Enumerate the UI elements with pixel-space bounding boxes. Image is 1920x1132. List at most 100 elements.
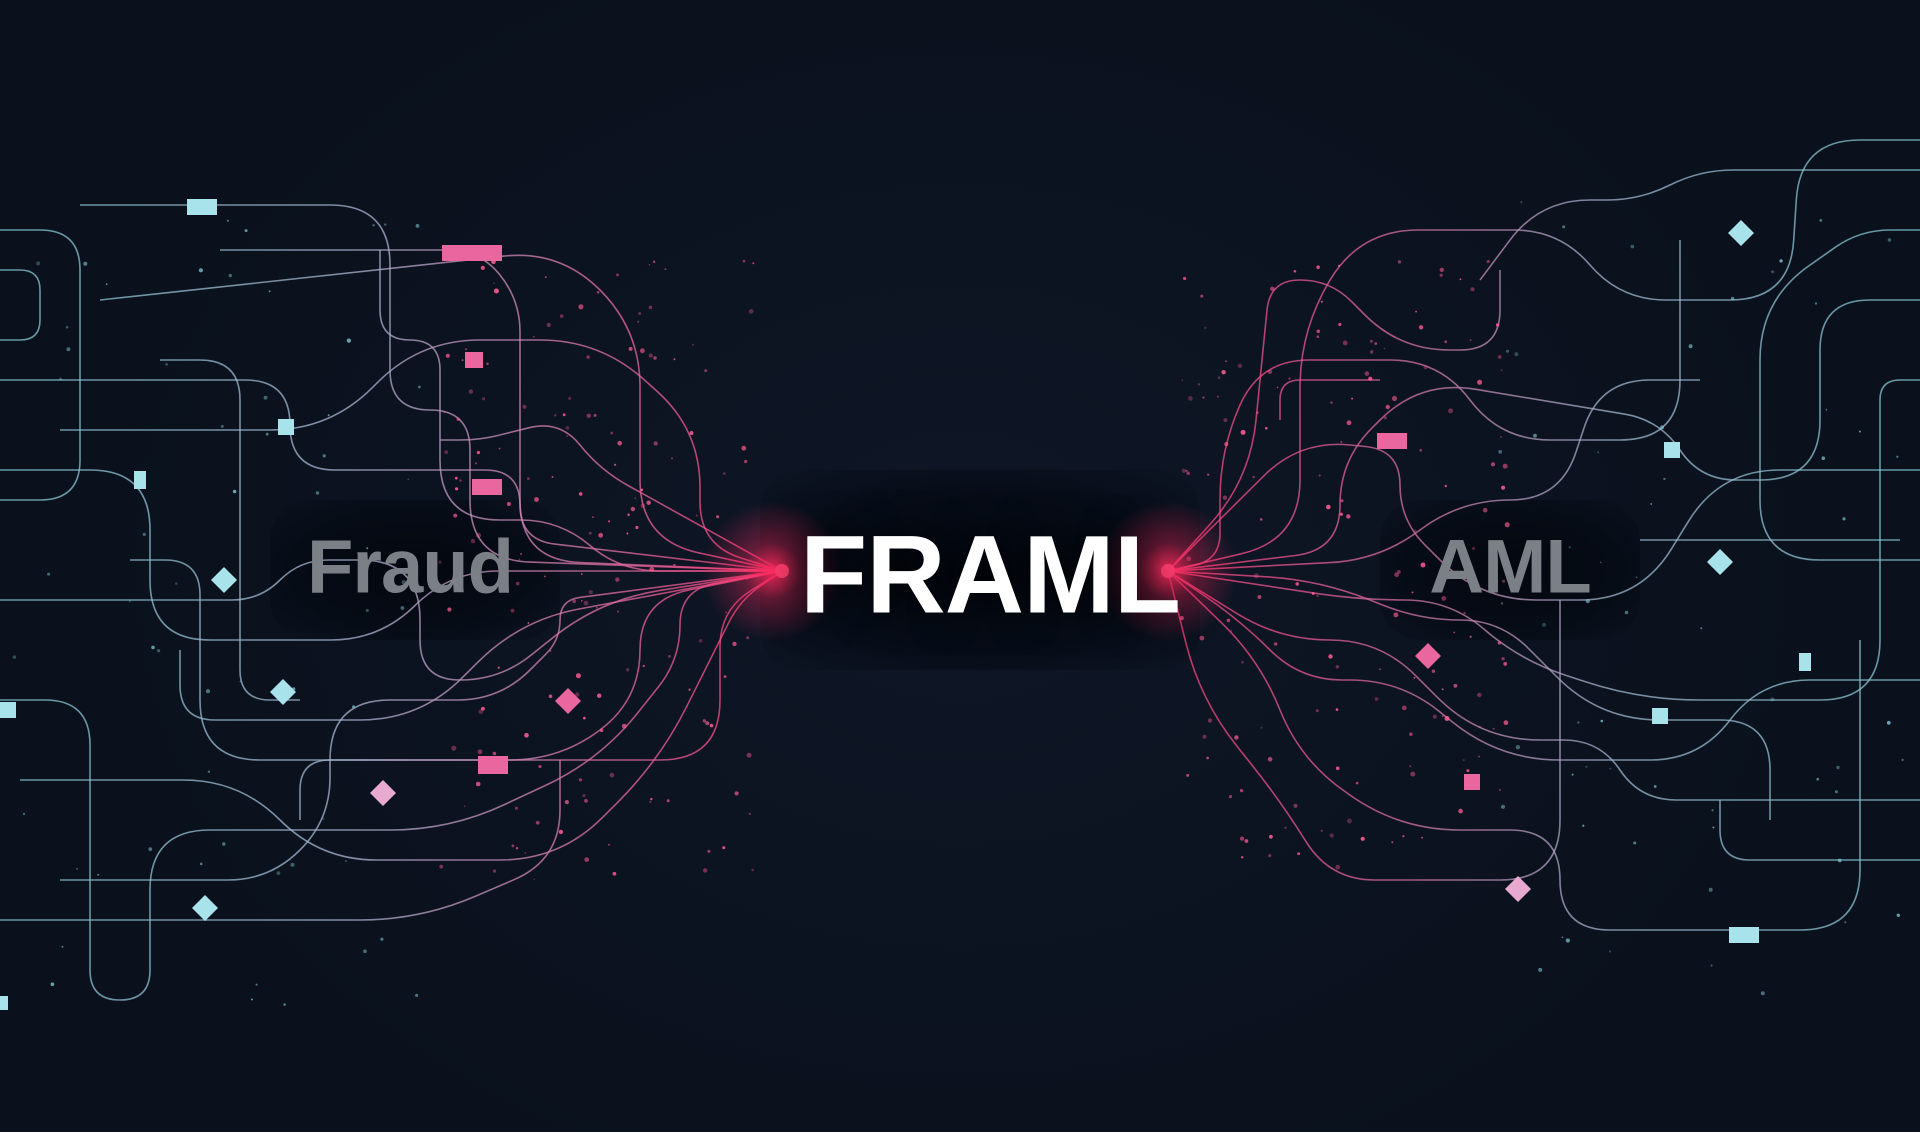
particle-dot [1320, 300, 1323, 303]
particle-dot [1420, 562, 1426, 568]
right-circuit-line [1167, 570, 1861, 931]
particle-dot [1409, 732, 1413, 736]
particle-dot [1394, 572, 1399, 578]
circuit-nodes [0, 199, 1811, 1010]
particle-dot [746, 752, 752, 758]
particle-dot [568, 396, 572, 400]
particle-dot [1335, 708, 1339, 711]
particle-dot [511, 844, 515, 848]
particle-dot [1565, 938, 1570, 943]
particle-dot [207, 770, 211, 773]
particle-dot [575, 673, 581, 679]
particle-dot [1568, 546, 1571, 549]
particle-dot [1503, 662, 1508, 666]
pink-diamond-node [1505, 876, 1531, 902]
particle-dot [1268, 854, 1272, 858]
left-circuit-line [0, 269, 41, 341]
particle-dot [621, 723, 627, 729]
right-circuit-line [1279, 379, 1380, 420]
particle-dot [1901, 758, 1904, 762]
particle-dot [1183, 276, 1187, 281]
particle-dot [493, 282, 495, 285]
particle-dot [1181, 379, 1184, 382]
right-circuit-line [1167, 379, 1700, 572]
left-circuit-line [60, 339, 783, 572]
particle-dot [1469, 339, 1472, 342]
particle-dot [1459, 278, 1462, 281]
left-junction-glow [702, 501, 842, 641]
particle-dot [746, 636, 750, 640]
particle-dot [652, 260, 656, 263]
particle-dot [549, 649, 552, 652]
particle-dot [1477, 379, 1483, 385]
particle-dot [1414, 529, 1417, 533]
particle-dot [465, 348, 468, 351]
particle-dot [734, 791, 739, 796]
particle-dot [744, 459, 748, 464]
particle-dot [704, 369, 708, 372]
particle-dot [520, 553, 523, 555]
particle-dot [616, 273, 619, 277]
right-circuit-line [1479, 169, 1920, 281]
teal-rect-node [278, 419, 294, 435]
particle-dot [510, 608, 515, 613]
particle-dot [1360, 836, 1365, 841]
particle-dot [1478, 755, 1480, 758]
particle-dot [732, 641, 737, 647]
particle-dot [666, 799, 670, 803]
particle-dot [439, 864, 444, 869]
particle-dot [1444, 340, 1448, 344]
particle-dot [586, 413, 591, 418]
particle-dot [1441, 688, 1444, 691]
particle-dot [671, 457, 673, 460]
particle-dot [1497, 641, 1502, 645]
particle-dot [1609, 767, 1612, 770]
particle-dot [608, 520, 610, 523]
particle-dot [1241, 660, 1244, 664]
teal-diamond-node [211, 567, 237, 593]
particle-dot [1335, 665, 1340, 669]
particle-dot [689, 431, 694, 435]
particle-dot [1411, 591, 1414, 594]
particle-dot [1351, 397, 1354, 400]
particle-dot [649, 800, 652, 804]
teal-rect-node [0, 996, 8, 1010]
particle-dot [1470, 287, 1475, 292]
right-circuit-line [1167, 139, 1920, 572]
particle-dot [50, 982, 55, 986]
particle-dot [1316, 594, 1319, 598]
particle-dot [1326, 504, 1331, 510]
particle-dot [1188, 396, 1193, 401]
particle-dot [1383, 416, 1387, 420]
teal-rect-node [0, 702, 16, 718]
particle-dot [1419, 448, 1423, 452]
particle-dot [475, 462, 478, 465]
particle-dot [1197, 383, 1200, 386]
particle-dot [1441, 596, 1447, 601]
particle-dot [1439, 267, 1445, 272]
particle-dot [1779, 259, 1783, 263]
particle-dot [1207, 718, 1213, 723]
particle-dot [1502, 579, 1506, 583]
particle-dot [1477, 692, 1482, 698]
particle-dot [283, 1003, 286, 1006]
particle-dot [1200, 294, 1204, 298]
particle-dot [640, 348, 645, 354]
particle-dot [61, 945, 64, 948]
particle-dot [1316, 335, 1320, 339]
particle-dot [635, 525, 639, 530]
particle-dot [1267, 369, 1273, 375]
particle-dot [1577, 721, 1580, 724]
particle-dot [597, 693, 602, 698]
particle-dot [165, 362, 169, 366]
particle-dot [244, 229, 248, 233]
particle-dot [315, 491, 320, 495]
particle-dot [1204, 326, 1207, 329]
right-circuit-line [1167, 443, 1920, 601]
particle-dot [581, 599, 583, 602]
particle-dot [1329, 833, 1334, 838]
particle-dot [1887, 238, 1892, 242]
pink-rect-node [1464, 774, 1480, 790]
particle-dot [1660, 425, 1664, 430]
particle-dot [1486, 259, 1490, 264]
